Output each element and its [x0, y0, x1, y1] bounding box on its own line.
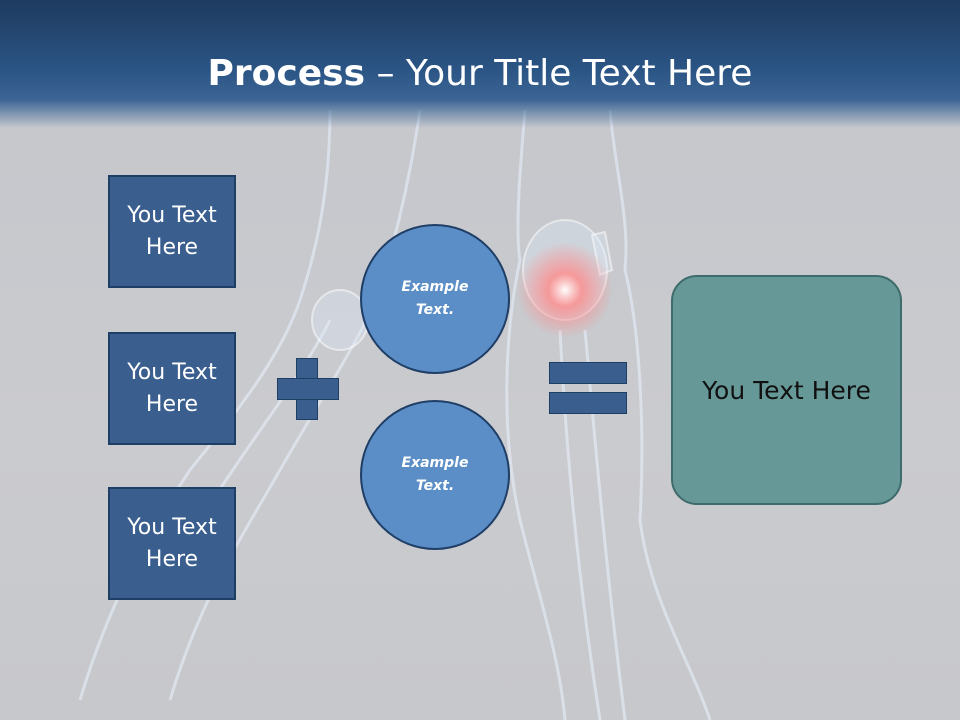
- example-circle-1[interactable]: Example Text.: [360, 224, 510, 374]
- title-bar: [0, 0, 960, 128]
- result-box[interactable]: You Text Here: [671, 275, 902, 505]
- input-box-3[interactable]: You Text Here: [108, 487, 236, 600]
- input-box-2[interactable]: You Text Here: [108, 332, 236, 445]
- input-box-1[interactable]: You Text Here: [108, 175, 236, 288]
- title-bold: Process: [207, 53, 366, 94]
- example-circle-2[interactable]: Example Text.: [360, 400, 510, 550]
- title-rest: – Your Title Text Here: [365, 53, 753, 94]
- page-title: Process – Your Title Text Here: [0, 52, 960, 96]
